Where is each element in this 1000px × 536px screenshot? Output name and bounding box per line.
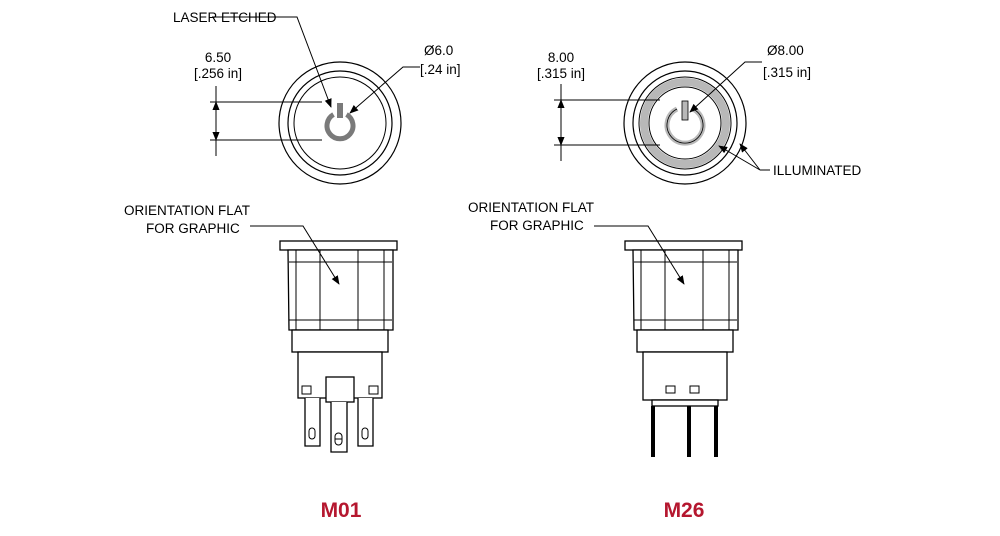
m26-illum-leader-1 xyxy=(739,143,761,171)
m26-dim-height-in: [.315 in] xyxy=(537,66,585,81)
m26-model-label: M26 xyxy=(664,499,705,522)
m26-pin-window xyxy=(689,385,700,394)
m26-terminal-block xyxy=(642,351,728,401)
m26-ring-inner-edge xyxy=(648,86,722,160)
m26-dim-height: 8.00 xyxy=(548,50,574,65)
m26-dia-leader xyxy=(689,61,762,113)
m26-illum-leader-2 xyxy=(718,145,761,171)
m26-ring-outer-edge xyxy=(638,76,732,170)
m01-side-view xyxy=(250,225,398,453)
m26-base xyxy=(636,329,734,353)
m01-etched-label: LASER ETCHED xyxy=(173,10,277,25)
m01-dia-leader xyxy=(349,66,420,114)
m01-center-block xyxy=(325,376,355,403)
m01-flat-line2: FOR GRAPHIC xyxy=(146,221,240,236)
m01-outer-ring xyxy=(278,61,402,185)
m01-base xyxy=(291,329,389,353)
m26-top-view xyxy=(554,61,770,185)
m01-power-icon xyxy=(324,103,356,142)
m26-flat-line1: ORIENTATION FLAT xyxy=(468,200,594,215)
m26-flat-line2: FOR GRAPHIC xyxy=(490,218,584,233)
m26-outer-ring xyxy=(623,61,747,185)
m01-inner-ring xyxy=(287,70,393,176)
m01-model-label: M01 xyxy=(321,499,362,522)
m01-top-view xyxy=(210,16,420,185)
m26-illuminated-ring xyxy=(640,78,730,168)
m01-bezel xyxy=(279,240,398,251)
m01-flat-line1: ORIENTATION FLAT xyxy=(124,203,250,218)
m26-pin-window xyxy=(665,385,676,394)
m01-pin-window xyxy=(301,385,312,395)
m01-dim-height-in: [.256 in] xyxy=(194,66,242,81)
m01-dim-height: 6.50 xyxy=(205,50,231,65)
m26-bezel xyxy=(624,240,743,251)
m26-illuminated-label: ILLUMINATED xyxy=(773,163,862,178)
m26-inner-ring xyxy=(632,70,738,176)
m01-flat-leader xyxy=(250,225,340,285)
m01-dia: Ø6.0 xyxy=(424,43,453,58)
m01-button-face xyxy=(293,76,387,170)
m01-pin-window xyxy=(368,385,379,395)
m01-terminals xyxy=(304,398,374,453)
m26-pins xyxy=(651,406,718,457)
m26-pin-base xyxy=(651,399,719,407)
m26-flat-leader xyxy=(594,225,685,285)
m01-etched-leader xyxy=(212,16,332,108)
m26-dia: Ø8.00 xyxy=(767,43,804,58)
m26-power-icon xyxy=(664,100,706,146)
m26-dia-in: [.315 in] xyxy=(763,65,811,80)
m01-dia-in: [.24 in] xyxy=(420,62,461,77)
m26-side-view xyxy=(594,225,743,457)
